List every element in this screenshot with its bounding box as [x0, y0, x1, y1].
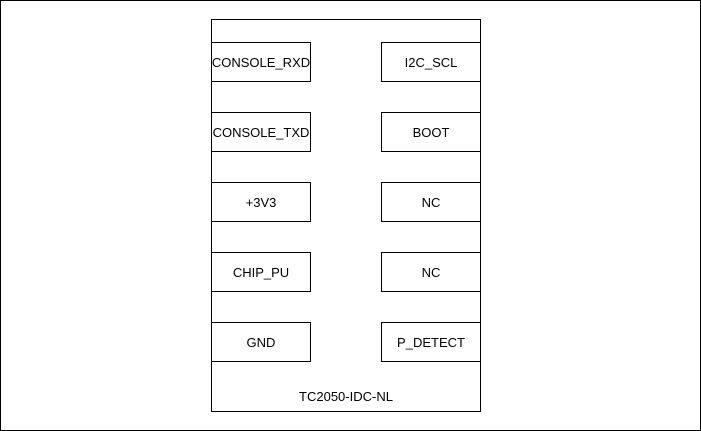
connector-part-number: TC2050-IDC-NL	[299, 389, 393, 404]
pin-box-nc-2: NC	[381, 252, 481, 292]
pin-box-3v3: +3V3	[211, 182, 311, 222]
pin-box-i2c-scl: I2C_SCL	[381, 42, 481, 82]
pin-label-console-txd: CONSOLE_TXD	[212, 124, 310, 140]
pin-label-p-detect: P_DETECT	[397, 334, 465, 350]
pin-box-nc-1: NC	[381, 182, 481, 222]
pin-label-nc-1: NC	[421, 194, 441, 210]
pin-box-console-rxd: CONSOLE_RXD	[211, 42, 311, 82]
pin-box-boot: BOOT	[381, 112, 481, 152]
pin-label-boot: BOOT	[412, 124, 450, 140]
pin-label-chip-pu: CHIP_PU	[232, 264, 290, 280]
pin-label-3v3: +3V3	[245, 194, 277, 210]
pin-label-gnd: GND	[246, 334, 276, 350]
pin-label-i2c-scl: I2C_SCL	[404, 54, 458, 70]
pin-box-chip-pu: CHIP_PU	[211, 252, 311, 292]
pin-box-gnd: GND	[211, 322, 311, 362]
pin-box-p-detect: P_DETECT	[381, 322, 481, 362]
pin-label-console-rxd: CONSOLE_RXD	[211, 54, 311, 70]
pin-label-nc-2: NC	[421, 264, 441, 280]
pin-box-console-txd: CONSOLE_TXD	[211, 112, 311, 152]
